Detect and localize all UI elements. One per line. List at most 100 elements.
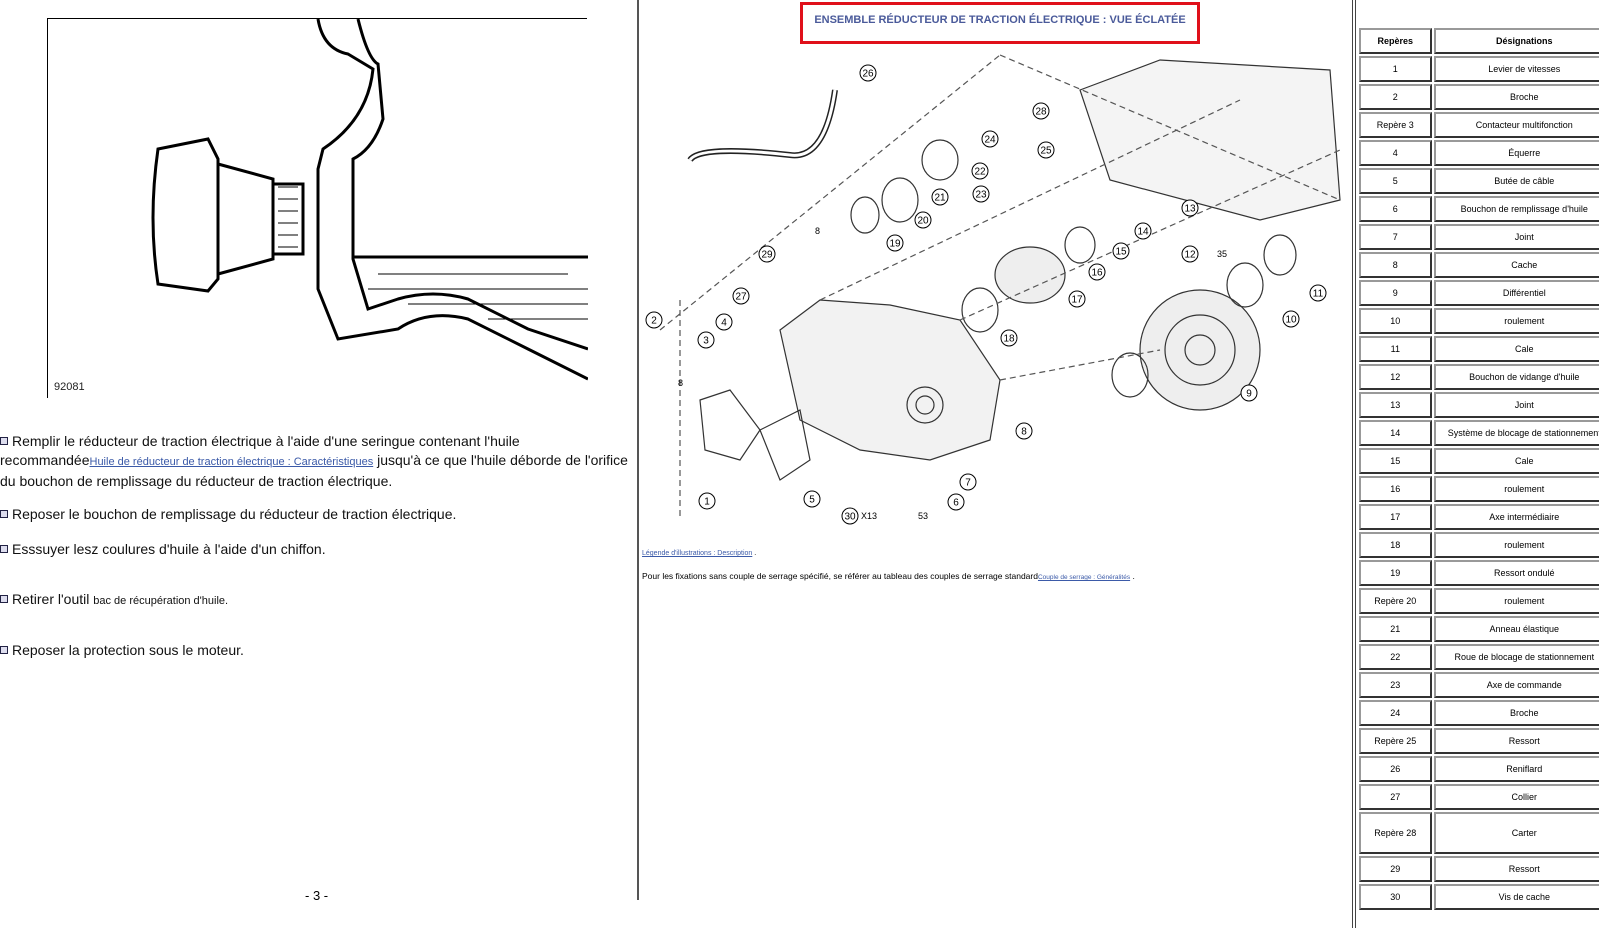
callout-circle (886, 234, 904, 252)
callout-circle (1037, 141, 1055, 159)
callout-circle (698, 492, 716, 510)
repere-cell: 17 (1359, 504, 1432, 530)
callout-circle (645, 311, 663, 329)
repere-cell: 10 (1359, 308, 1432, 334)
callout-label: 16 (1091, 268, 1103, 279)
step-refit-protection: Reposer la protection sous le moteur. (0, 641, 630, 660)
callout-circle (1032, 102, 1050, 120)
designation-cell: Ressort ondulé (1433, 560, 1599, 586)
callout-circle (972, 185, 990, 203)
callout-label: 5 (809, 495, 815, 506)
callout-label: 11 (1313, 289, 1324, 300)
legend-link[interactable]: Légende d'illustrations : Description (642, 550, 753, 557)
step-refit-plug: Reposer le bouchon de remplissage du réd… (0, 505, 630, 524)
callout-label: 24 (984, 135, 996, 146)
repere-cell: 26 (1359, 756, 1432, 782)
callout-label: 6 (953, 498, 959, 509)
designation-cell: Cache (1433, 252, 1599, 278)
bullet-icon (0, 545, 8, 553)
repere-cell: 11 (1359, 336, 1432, 362)
step-remove-tool: Retirer l'outil bac de récupération d'hu… (0, 590, 630, 611)
callout-circle (1068, 290, 1086, 308)
figure-number: 92081 (54, 381, 85, 393)
designation-cell: Roue de blocage de stationnement (1433, 644, 1599, 670)
designation-cell: roulement (1433, 532, 1599, 558)
torque-link[interactable]: Couple de serrage : Généralités (1037, 574, 1131, 581)
callout-label: 13 (1184, 204, 1196, 215)
designation-cell: Broche (1433, 84, 1599, 110)
callout-label: 19 (889, 239, 901, 250)
designation-cell: roulement (1433, 476, 1599, 502)
designation-cell: Carter (1433, 812, 1599, 854)
designation-cell: Broche (1433, 700, 1599, 726)
callout-label: 22 (974, 167, 986, 178)
callout-label: 8 (1021, 427, 1027, 438)
repere-cell: 5 (1359, 168, 1432, 194)
callout-circle (1112, 242, 1130, 260)
annotation-label: 8 (678, 378, 683, 388)
callout-circle (1309, 284, 1327, 302)
torque-note: Pour les fixations sans couple de serrag… (642, 571, 1135, 581)
bullet-icon (0, 646, 8, 654)
callout-label: 4 (721, 318, 727, 329)
filler-plug-illustration (151, 18, 589, 381)
designation-cell: Joint (1433, 224, 1599, 250)
designation-cell: Différentiel (1433, 280, 1599, 306)
designation-cell: Équerre (1433, 140, 1599, 166)
callout-label: 10 (1285, 315, 1297, 326)
filler-plug-figure: 92081 (47, 18, 589, 398)
callout-label: 27 (735, 292, 747, 303)
designation-cell: Anneau élastique (1433, 616, 1599, 642)
callout-label: 29 (761, 250, 773, 261)
repere-cell: 21 (1359, 616, 1432, 642)
callout-circle (859, 64, 877, 82)
designation-cell: Butée de câble (1433, 168, 1599, 194)
designation-cell: Axe de commande (1433, 672, 1599, 698)
callout-label: 18 (1003, 334, 1015, 345)
callout-circle (1000, 329, 1018, 347)
callout-circle (914, 211, 932, 229)
step-wipe: Esssuyer lesz coulures d'huile à l'aide … (0, 540, 630, 559)
callout-circle (1181, 245, 1199, 263)
designation-cell: Ressort (1433, 856, 1599, 882)
callout-label: 17 (1071, 295, 1083, 306)
oil-specs-link[interactable]: Huile de réducteur de traction électriqu… (89, 456, 374, 468)
legend-line: Légende d'illustrations : Description . (642, 550, 757, 557)
left-page: 92081 Remplir le réducteur de traction é… (0, 0, 637, 928)
repere-cell: Repère 20 (1359, 588, 1432, 614)
repere-cell: 24 (1359, 700, 1432, 726)
designation-cell: roulement (1433, 308, 1599, 334)
callout-circle (803, 490, 821, 508)
designation-cell: Contacteur multifonction (1433, 112, 1599, 138)
repere-cell: 14 (1359, 420, 1432, 446)
designation-cell: Levier de vitesses (1433, 56, 1599, 82)
repere-cell: 23 (1359, 672, 1432, 698)
repere-cell: 13 (1359, 392, 1432, 418)
bullet-icon (0, 437, 8, 445)
callout-circle (1282, 310, 1300, 328)
callout-label: 1 (704, 497, 710, 508)
designation-cell: Axe intermédiaire (1433, 504, 1599, 530)
bullet-icon (0, 510, 8, 518)
designation-cell: Système de blocage de stationnement (1433, 420, 1599, 446)
